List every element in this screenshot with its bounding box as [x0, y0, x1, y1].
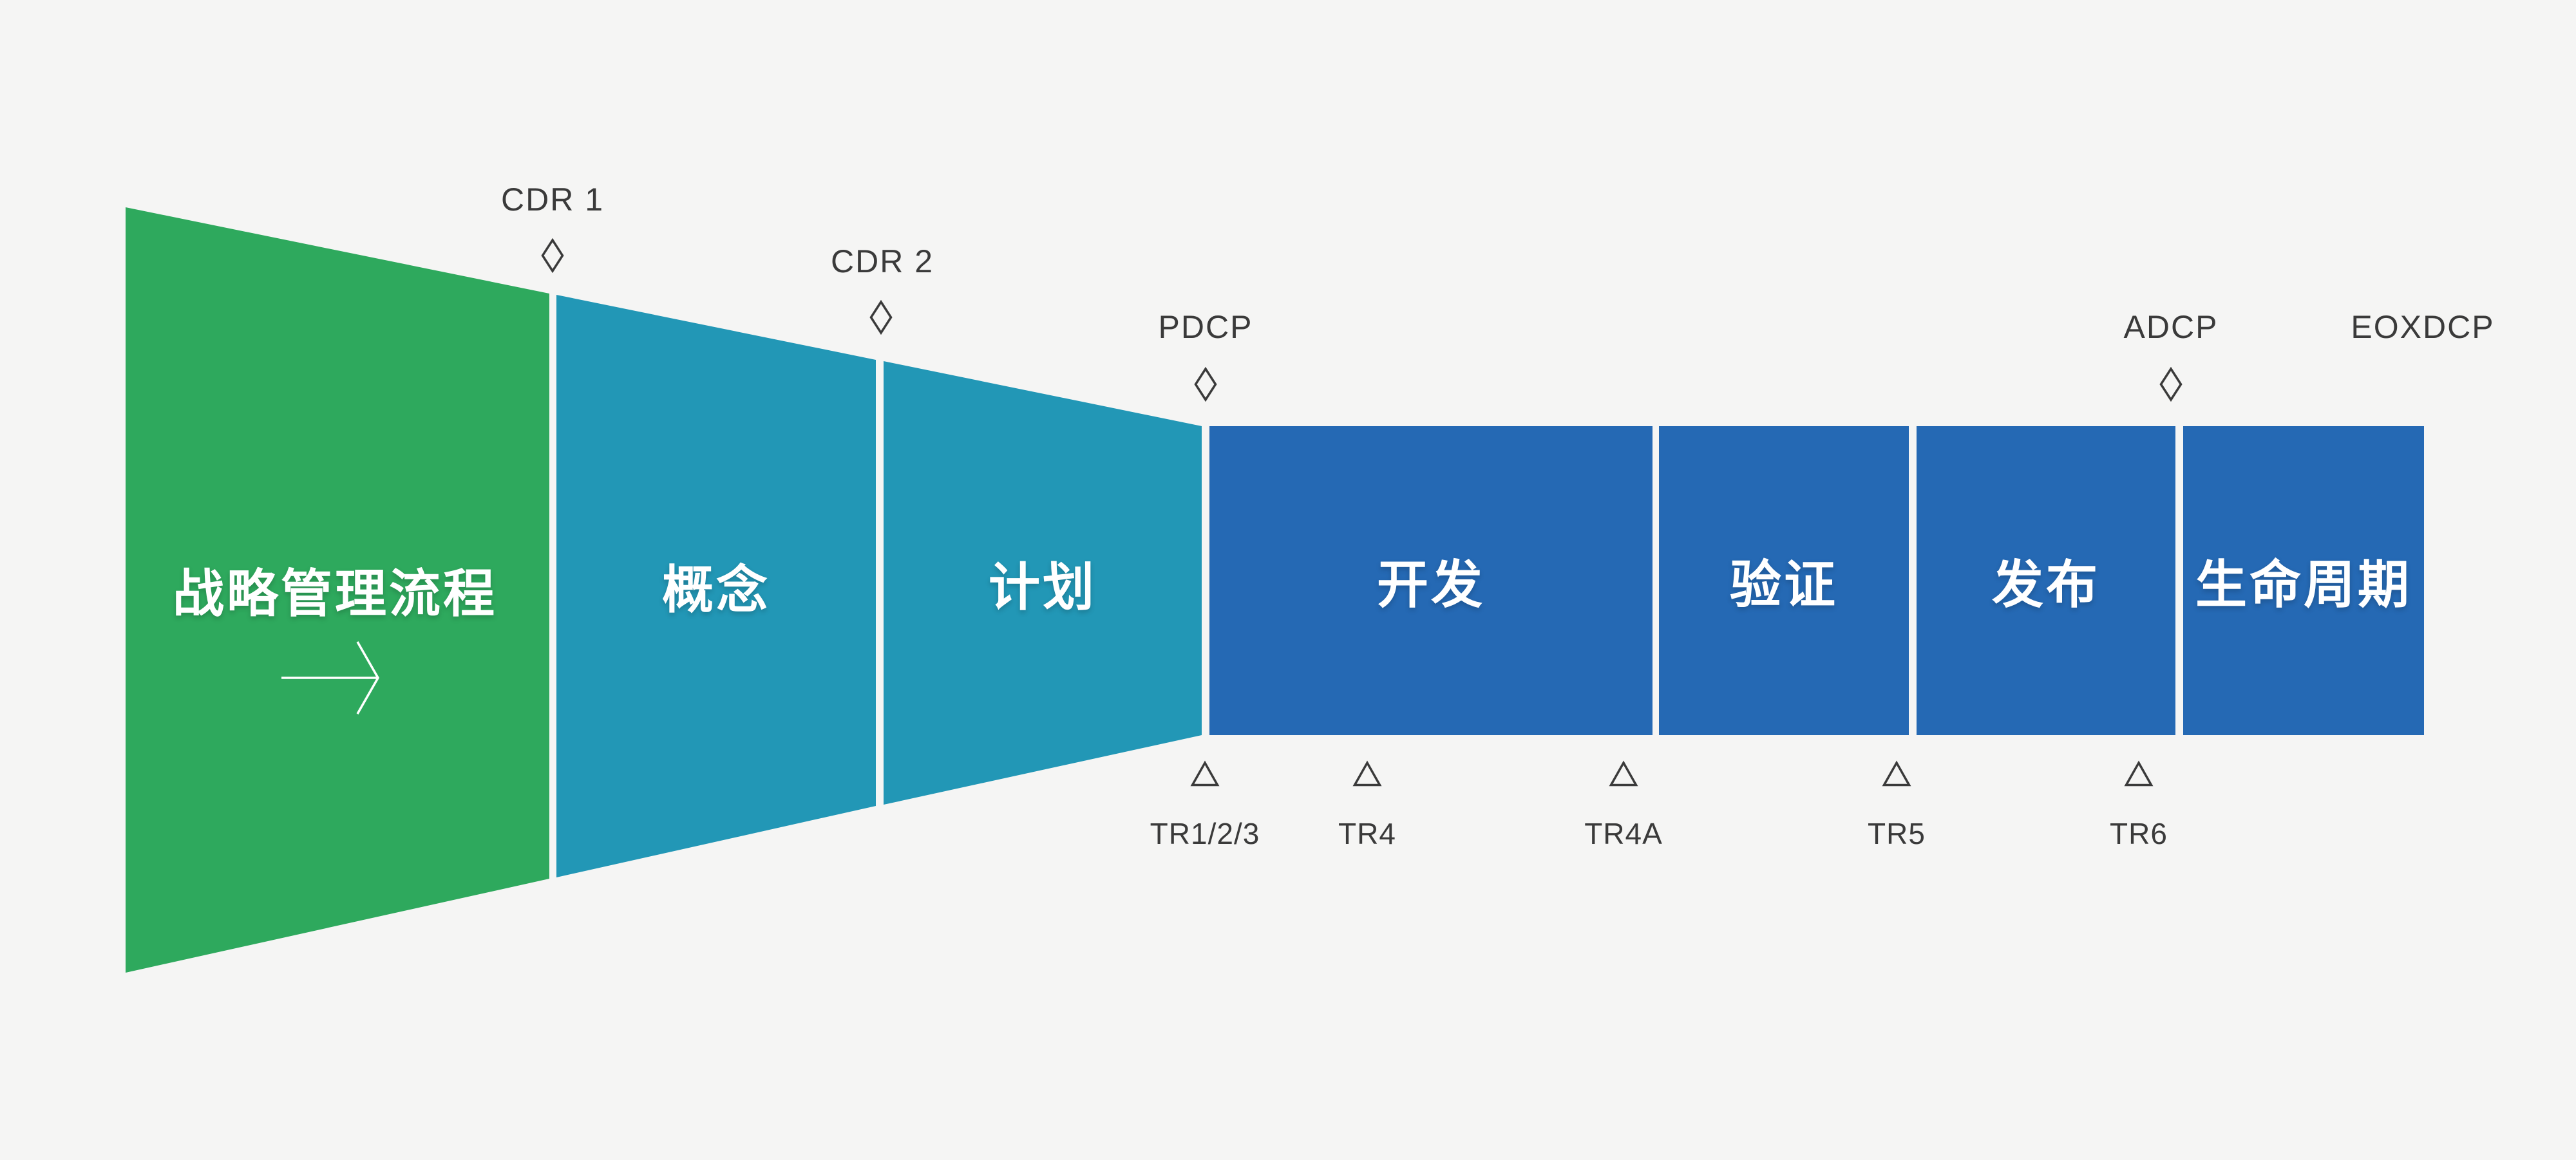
strategy-funnel-shape — [126, 207, 549, 973]
stage-label-release: 发布 — [1992, 556, 2100, 613]
milestone-diamond-icon — [541, 238, 564, 273]
milestone-label-pdcp: PDCP — [1158, 309, 1253, 345]
tech-review-triangle-icon — [1352, 760, 1382, 787]
milestone-label-eoxdcp: EOXDCP — [2351, 309, 2495, 345]
stage-shape-release — [1917, 426, 2175, 735]
tech-review-label-tr6: TR6 — [2110, 817, 2168, 850]
stage-label-plan: 计划 — [989, 559, 1097, 616]
milestone-diamond-icon — [1194, 367, 1217, 402]
tech-review-label-tr4: TR4 — [1338, 817, 1396, 850]
tech-review-label-tr4a: TR4A — [1584, 817, 1663, 850]
milestone-diamond-icon — [2159, 367, 2183, 402]
stage-label-lifecycle: 生命周期 — [2195, 556, 2412, 613]
tech-review-triangle-icon — [1190, 760, 1220, 787]
milestone-label-cdr2: CDR 2 — [830, 243, 934, 279]
tech-review-label-tr123: TR1/2/3 — [1150, 817, 1260, 850]
milestone-label-cdr1: CDR 1 — [500, 182, 605, 218]
stage-label-develop: 开发 — [1377, 556, 1485, 613]
stage-shape-plan — [884, 361, 1202, 805]
right-arrow-icon — [281, 641, 380, 715]
tech-review-triangle-icon — [1882, 760, 1911, 787]
tech-review-triangle-icon — [1609, 760, 1638, 787]
milestone-label-adcp: ADCP — [2123, 309, 2219, 345]
strategy-label: 战略管理流程 — [173, 565, 497, 622]
tech-review-label-tr5: TR5 — [1868, 817, 1926, 850]
stage-shape-concept — [556, 295, 876, 877]
stage-label-verify: 验证 — [1730, 556, 1838, 613]
stage-label-concept: 概念 — [662, 561, 770, 619]
milestone-diamond-icon — [869, 300, 893, 335]
stage-shape-lifecycle — [2183, 426, 2424, 735]
tech-review-triangle-icon — [2124, 760, 2154, 787]
stage-shape-develop — [1209, 426, 1653, 735]
stage-shape-verify — [1659, 426, 1909, 735]
